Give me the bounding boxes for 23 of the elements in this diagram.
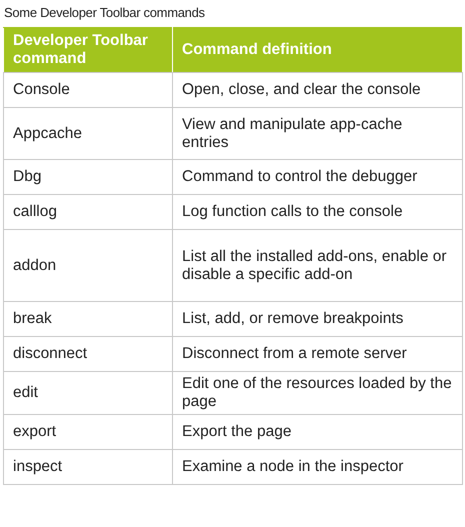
command-name: inspect — [4, 450, 172, 484]
command-name: addon — [4, 230, 172, 302]
column-header: Developer Toolbar command — [4, 28, 172, 72]
table-title: Some Developer Toolbar commands — [4, 5, 205, 20]
command-description: List, add, or remove breakpoints — [172, 302, 462, 336]
command-description: View and manipulate app-cache entries — [172, 108, 462, 160]
command-name: break — [4, 302, 172, 336]
command-description: Log function calls to the console — [172, 194, 462, 230]
command-name: Appcache — [4, 108, 172, 160]
command-description: Edit one of the resources loaded by the page — [172, 372, 462, 414]
command-name: disconnect — [4, 336, 172, 372]
command-description: Examine a node in the inspector — [172, 450, 462, 484]
command-description: Disconnect from a remote server — [172, 336, 462, 372]
command-name: export — [4, 414, 172, 450]
command-name: edit — [4, 372, 172, 414]
column-header: Command definition — [172, 28, 462, 72]
command-name: Dbg — [4, 160, 172, 194]
command-description: Command to control the debugger — [172, 160, 462, 194]
command-description: Open, close, and clear the console — [172, 72, 462, 108]
command-description: Export the page — [172, 414, 462, 450]
command-name: calllog — [4, 194, 172, 230]
command-name: Console — [4, 72, 172, 108]
command-description: List all the installed add-ons, enable or disable a specific add-on — [172, 230, 462, 302]
